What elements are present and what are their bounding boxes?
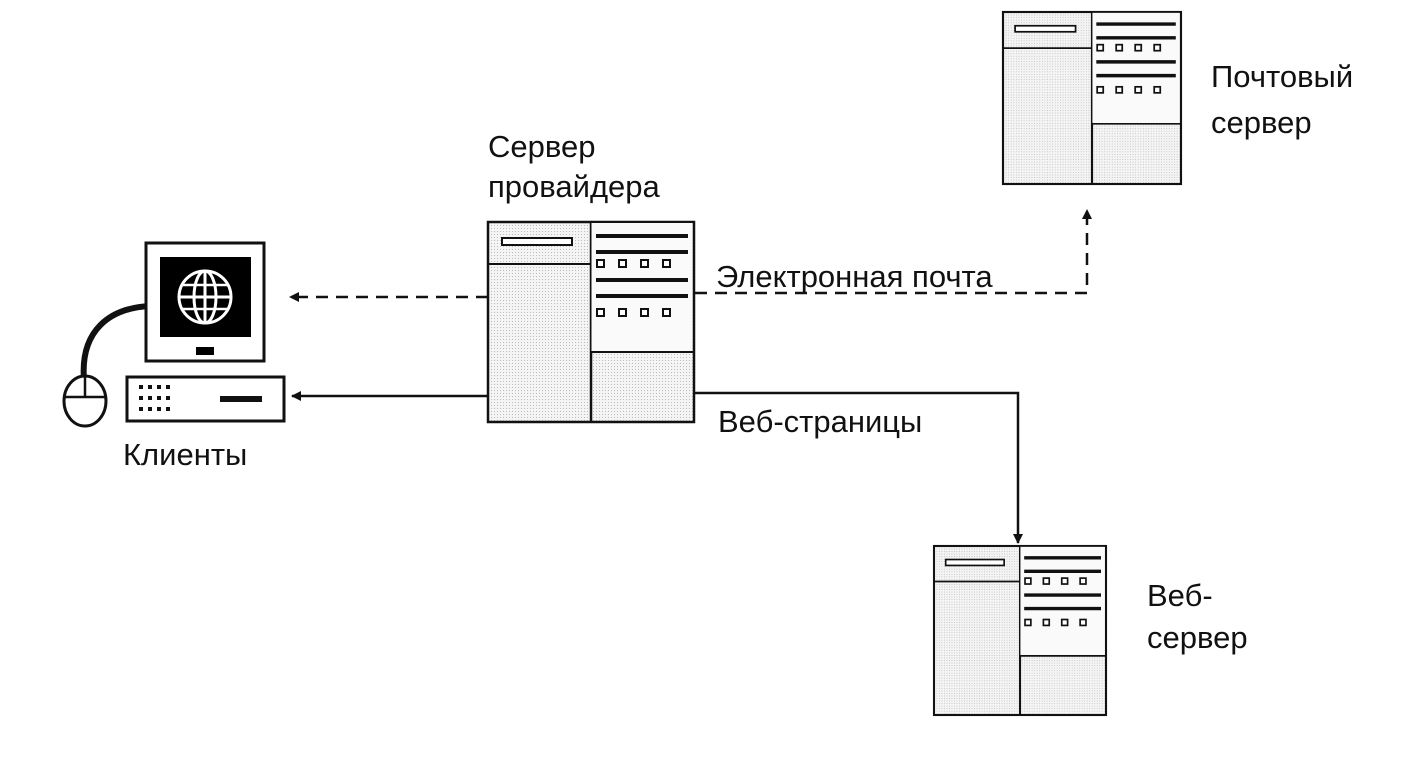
globe-icon — [177, 269, 233, 325]
client-computer-icon — [62, 241, 286, 428]
web-server-icon — [932, 544, 1108, 717]
web-server-label-line1: Веб- — [1147, 578, 1213, 613]
email-link-label: Электронная почта — [716, 259, 993, 294]
email-link-line — [695, 209, 1092, 295]
web-pages-link-line — [695, 391, 1023, 544]
provider-server-label-line2: провайдера — [488, 169, 661, 204]
mail-server-icon — [1001, 10, 1183, 186]
provider-server-label-line1: Сервер — [488, 129, 595, 164]
web-server-label-line2: сервер — [1147, 620, 1248, 655]
web-pages-link-label: Веб-страницы — [718, 404, 922, 439]
mail-server-label-line2: сервер — [1211, 105, 1312, 140]
clients-label: Клиенты — [123, 437, 247, 472]
mail-server-label-line1: Почтовый — [1211, 59, 1353, 94]
provider-server-icon — [486, 220, 696, 424]
